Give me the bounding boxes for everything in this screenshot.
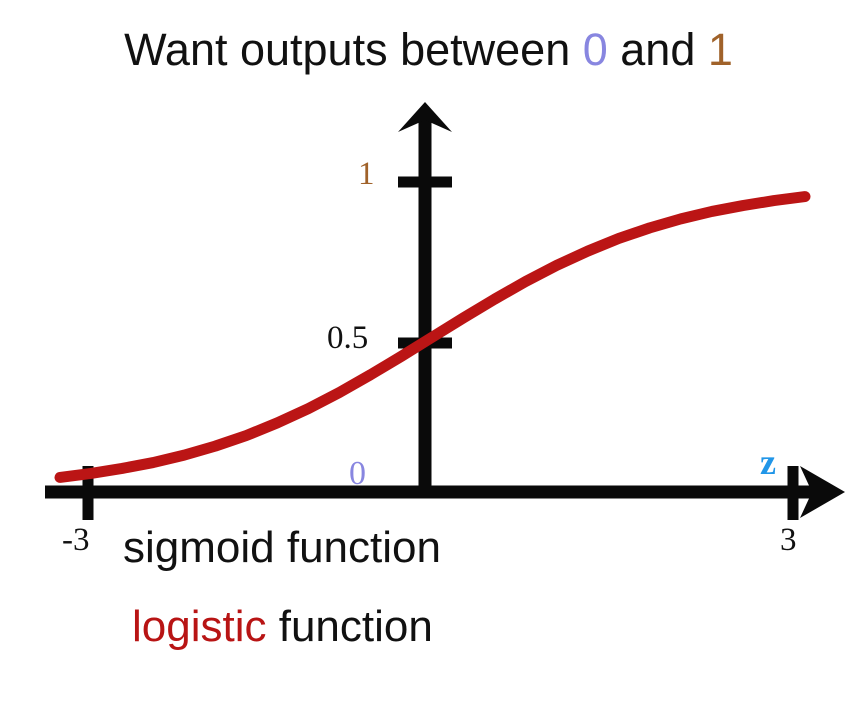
title-token-one: 1 [707,24,733,75]
x-axis-name-z: z [760,442,776,482]
caption-logistic-token: logistic [132,602,267,651]
title-prefix: Want outputs between [124,24,583,75]
title-token-zero: 0 [582,24,608,75]
x-axis-label-3: 3 [780,522,797,558]
caption-logistic-function: logistic function [132,605,433,649]
x-axis-arrowhead [800,466,845,518]
origin-label-zero: 0 [349,455,366,492]
x-axis-label-minus3: -3 [62,522,90,558]
caption-function-token: function [266,602,433,651]
title-middle: and [607,24,708,75]
page-title: Want outputs between 0 and 1 [0,27,857,72]
y-axis-label-half: 0.5 [327,320,369,356]
sigmoid-curve [54,191,811,483]
caption-sigmoid-function: sigmoid function [123,523,441,572]
y-axis-label-1: 1 [358,156,375,192]
y-axis-arrowhead [398,102,452,132]
